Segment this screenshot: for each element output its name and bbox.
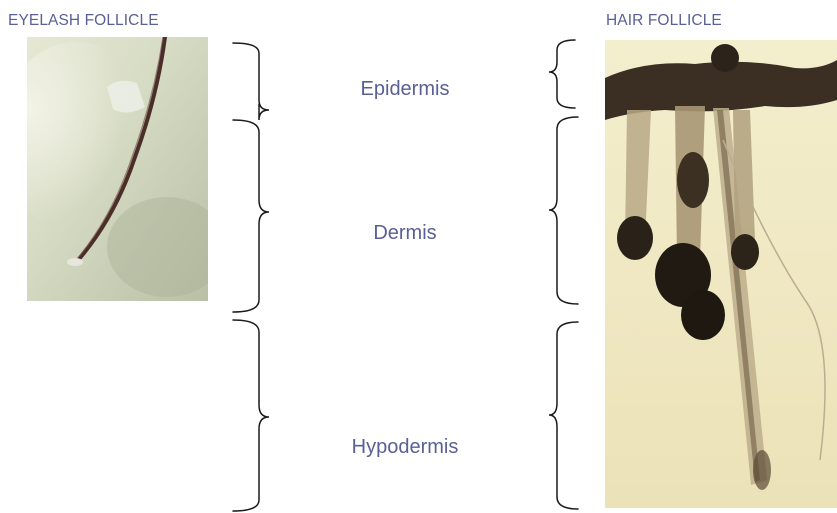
right-hypodermis-brace [549,322,578,509]
dermis-label: Dermis [330,222,480,245]
epidermis-label: Epidermis [330,78,480,101]
hypodermis-label: Hypodermis [330,436,480,459]
left-epidermis-brace [233,43,269,120]
left-dermis-brace [233,120,269,312]
right-dermis-brace [549,117,578,304]
right-epidermis-brace [549,40,575,108]
left-hypodermis-brace [233,320,269,511]
